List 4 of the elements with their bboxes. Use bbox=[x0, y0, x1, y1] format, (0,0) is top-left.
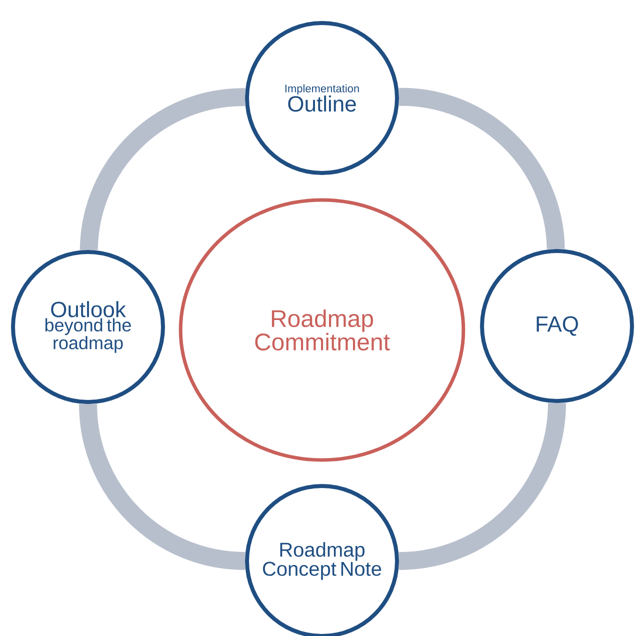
ring-arc bbox=[398, 402, 566, 570]
ring-arc bbox=[80, 88, 246, 251]
ring-arc bbox=[79, 403, 246, 570]
ring-arc bbox=[398, 88, 565, 250]
